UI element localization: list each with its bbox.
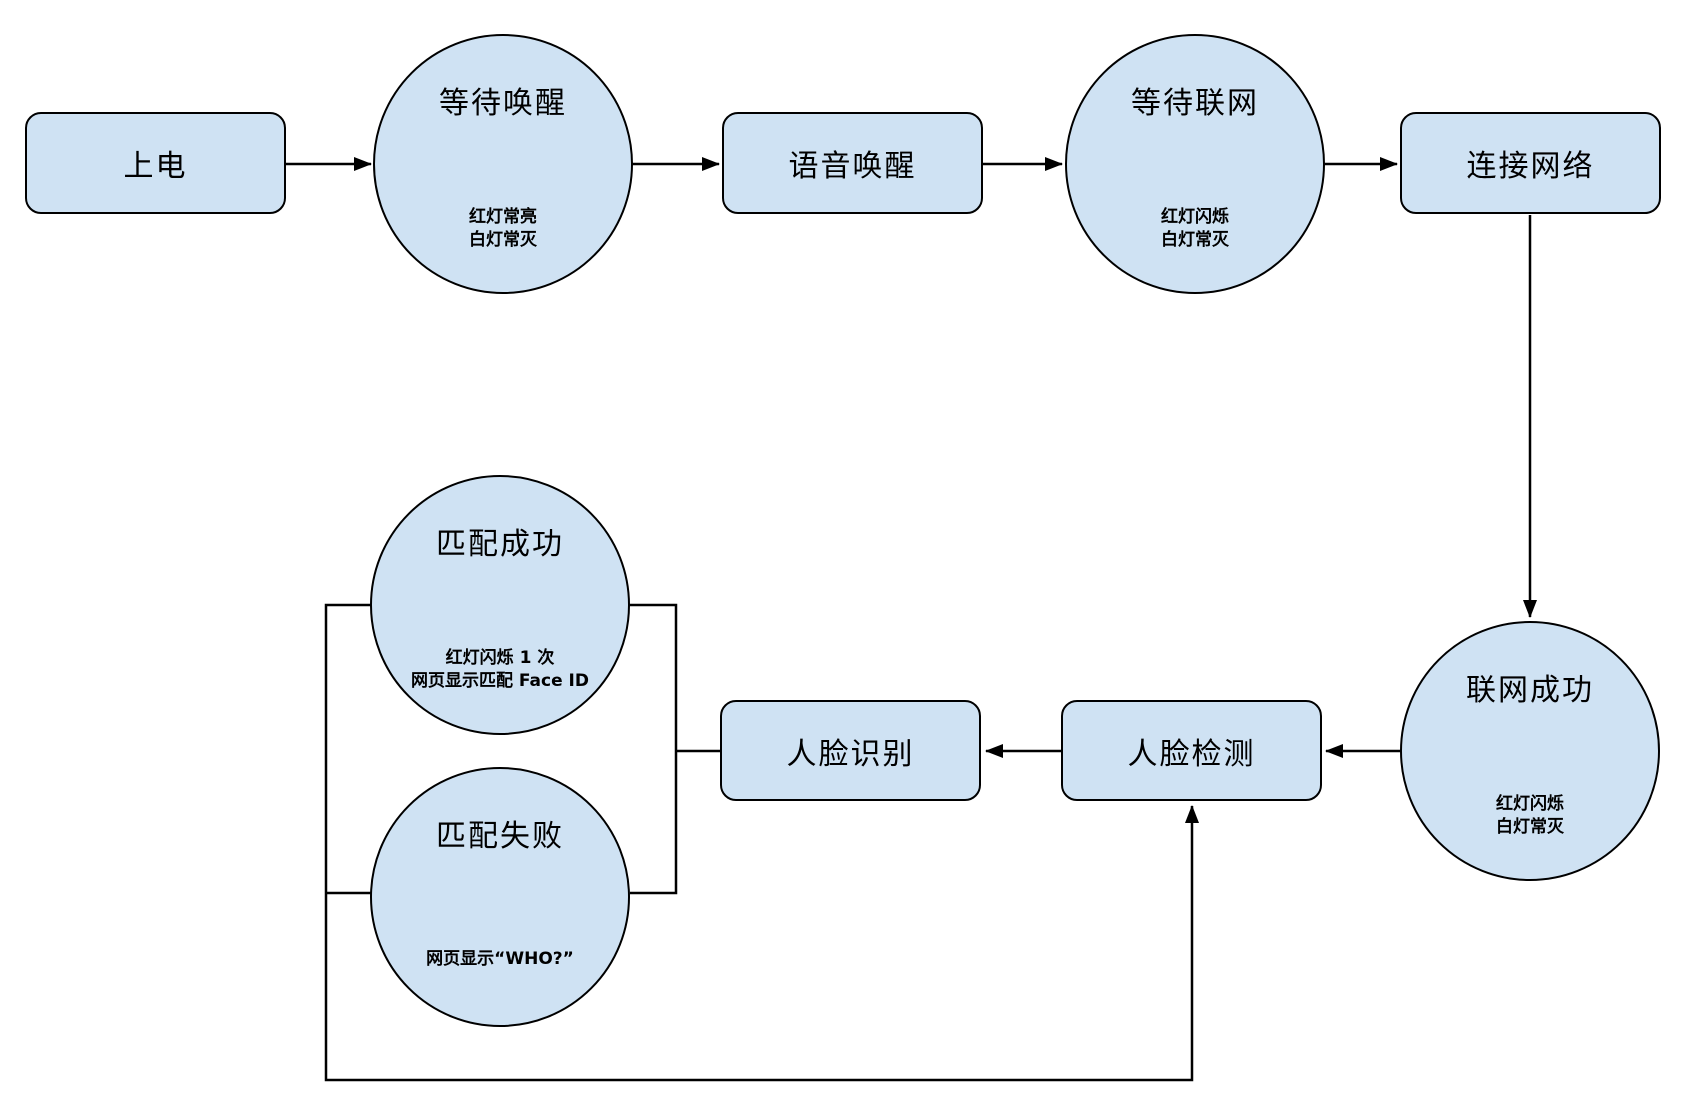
- node-wait-wake-title: 等待唤醒: [439, 86, 567, 121]
- node-match-success-sub-line: 红灯闪烁 1 次: [445, 648, 555, 668]
- node-network-ok-sub-line: 白灯常灭: [1496, 817, 1564, 837]
- node-voice-wake-label: 语音唤醒: [788, 149, 917, 184]
- node-wait-network-sub-line: 红灯闪烁: [1161, 207, 1229, 227]
- node-wait-wake: 等待唤醒 红灯常亮 白灯常灭: [373, 34, 633, 294]
- node-voice-wake: 语音唤醒: [722, 112, 983, 214]
- node-face-detect: 人脸检测: [1061, 700, 1322, 801]
- node-match-fail: 匹配失败 网页显示“WHO?”: [370, 767, 630, 1027]
- node-wait-wake-sub-line: 白灯常灭: [469, 230, 537, 250]
- node-face-recognize-label: 人脸识别: [786, 736, 915, 772]
- node-match-success: 匹配成功 红灯闪烁 1 次 网页显示匹配 Face ID: [370, 475, 630, 735]
- node-wait-network-subtext: 红灯闪烁 白灯常灭: [1067, 206, 1323, 252]
- node-match-success-subtext: 红灯闪烁 1 次 网页显示匹配 Face ID: [372, 647, 628, 693]
- node-connect-network: 连接网络: [1400, 112, 1661, 214]
- node-connect-network-label: 连接网络: [1466, 149, 1595, 184]
- node-wait-wake-sub-line: 红灯常亮: [469, 207, 537, 227]
- node-match-fail-sub-line: 网页显示“WHO?”: [426, 949, 574, 969]
- node-wait-network: 等待联网 红灯闪烁 白灯常灭: [1065, 34, 1325, 294]
- node-network-ok: 联网成功 红灯闪烁 白灯常灭: [1400, 621, 1660, 881]
- node-match-success-sub-line: 网页显示匹配 Face ID: [411, 671, 589, 691]
- loop-results-to-facedetect: [324, 603, 1199, 1082]
- node-power-on-label: 上电: [123, 149, 188, 184]
- node-match-fail-title: 匹配失败: [436, 819, 564, 854]
- node-wait-network-title: 等待联网: [1131, 86, 1259, 121]
- node-face-recognize: 人脸识别: [720, 700, 981, 801]
- node-power-on: 上电: [25, 112, 286, 214]
- node-network-ok-title: 联网成功: [1466, 673, 1594, 708]
- node-match-success-title: 匹配成功: [436, 527, 564, 562]
- node-match-fail-subtext: 网页显示“WHO?”: [372, 948, 628, 971]
- node-face-detect-label: 人脸检测: [1127, 736, 1256, 772]
- node-network-ok-subtext: 红灯闪烁 白灯常灭: [1402, 793, 1658, 839]
- node-wait-network-sub-line: 白灯常灭: [1161, 230, 1229, 250]
- node-network-ok-sub-line: 红灯闪烁: [1496, 794, 1564, 814]
- node-wait-wake-subtext: 红灯常亮 白灯常灭: [375, 206, 631, 252]
- bracket-recognize-to-results: [630, 603, 678, 895]
